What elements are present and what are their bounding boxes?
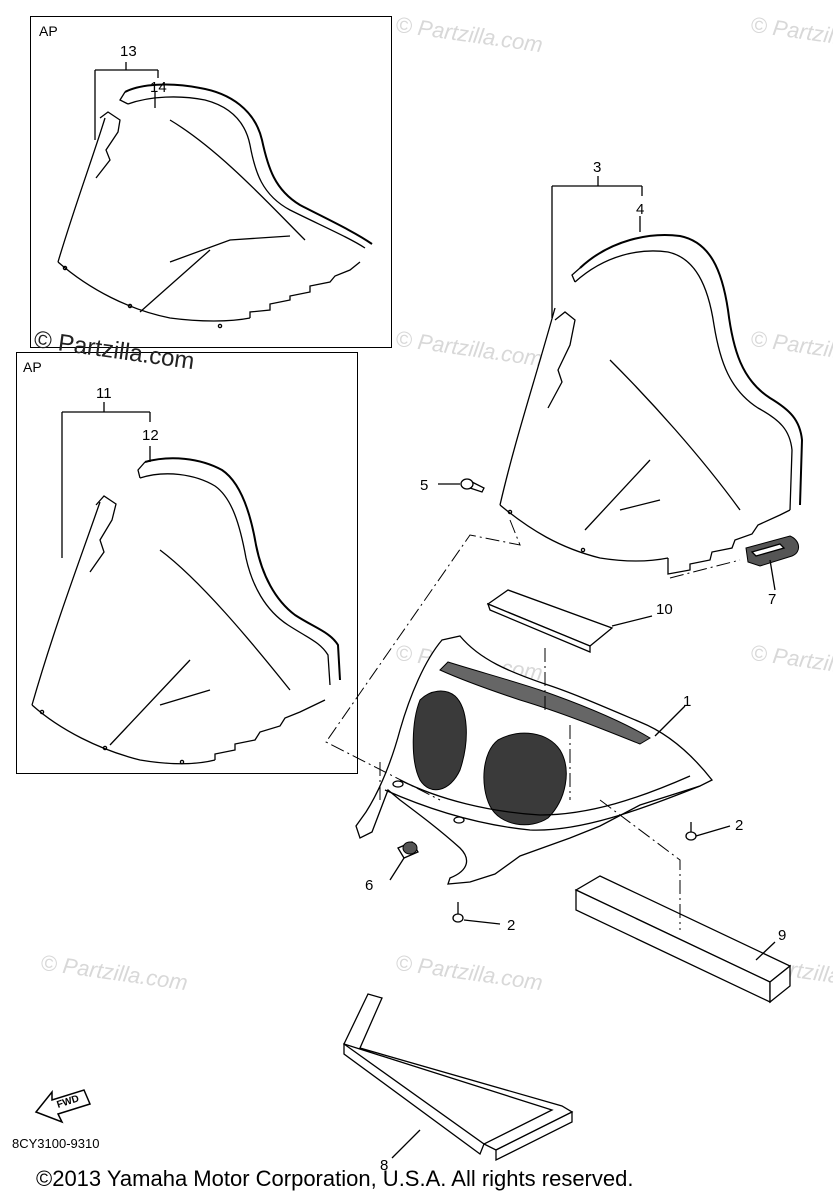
callout-3: 3	[593, 159, 602, 176]
callout-7: 7	[768, 591, 777, 608]
callout-8: 8	[380, 1157, 389, 1174]
assembly-guide-lines	[325, 519, 741, 930]
foam-block-part-9	[574, 875, 792, 1004]
callout-12: 12	[142, 427, 159, 444]
callout-11: 11	[96, 385, 112, 402]
fwd-arrow-icon: FWD	[34, 1089, 92, 1124]
diagram-part-code: 8CY3100-9310	[12, 1136, 100, 1151]
windshield-inset-bottom	[31, 402, 341, 765]
windshield-main	[499, 176, 804, 575]
inset-box-top: AP	[30, 16, 392, 348]
callout-4: 4	[636, 201, 645, 218]
windshield-inset-top	[57, 62, 373, 329]
bracket-part-7	[745, 535, 799, 591]
callout-9: 9	[778, 927, 787, 944]
bolt-part-2-right	[685, 822, 731, 841]
callout-10: 10	[656, 601, 673, 618]
callout-2-right: 2	[735, 817, 744, 834]
callout-14: 14	[150, 79, 167, 96]
bolt-part-6	[389, 841, 419, 881]
callout-5: 5	[420, 477, 429, 494]
copyright-notice: ©2013 Yamaha Motor Corporation, U.S.A. A…	[36, 1166, 634, 1191]
callout-13: 13	[120, 43, 137, 60]
pad-part-10	[486, 589, 653, 653]
inset-label: AP	[39, 23, 58, 39]
callout-2-bottom: 2	[507, 917, 516, 934]
screw-part-5	[438, 478, 485, 493]
bolt-part-2-bottom	[452, 902, 501, 925]
callout-1: 1	[683, 693, 692, 710]
callout-6: 6	[365, 877, 374, 894]
inset-box-bottom: AP	[16, 352, 358, 774]
foam-strip-part-8	[343, 993, 574, 1162]
inset-label: AP	[23, 359, 42, 375]
